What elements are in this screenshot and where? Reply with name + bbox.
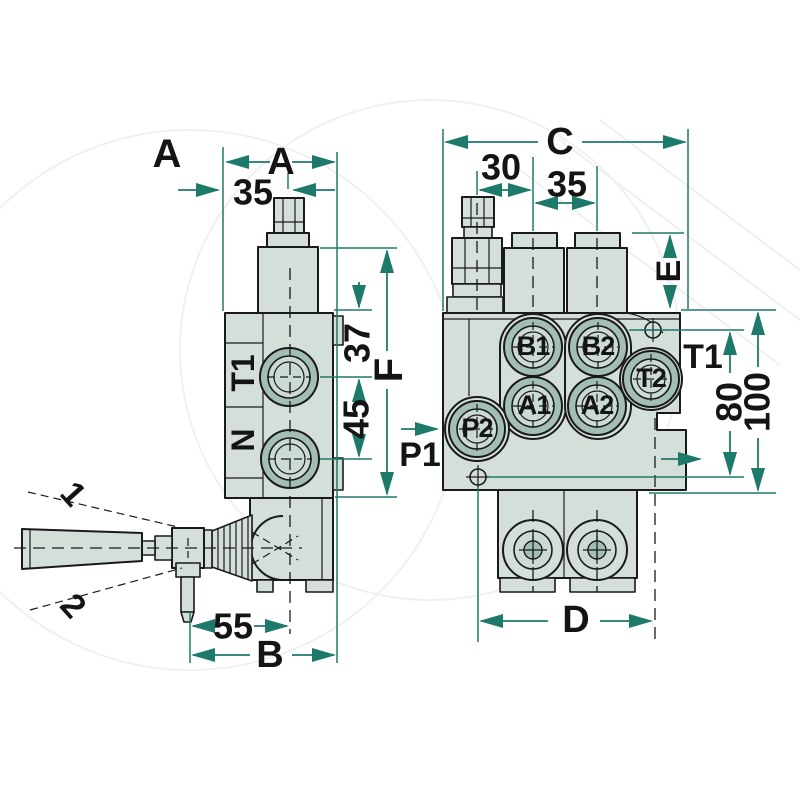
left-body-tab-bottom: [332, 457, 344, 491]
lever-position-line-1: [27, 491, 183, 529]
pivot-pin: [180, 576, 195, 613]
right-view-port-labels: B1 B2 A1 A2 P2 T2: [459, 331, 669, 443]
label-t1-right: T1: [683, 338, 723, 376]
left-spool-nut: [273, 197, 305, 234]
dim-c-text: C: [546, 121, 573, 163]
port-label-a2: A2: [581, 390, 614, 420]
left-view-dimensions: A A 35 37 45: [153, 132, 411, 676]
dim-e-text: E: [650, 260, 688, 283]
p1-inlet: P1: [399, 422, 441, 474]
dim-a-text: A: [267, 141, 294, 183]
dim-d-text: D: [562, 599, 589, 641]
dim-width-d: D: [479, 599, 653, 641]
mounting-hole-bottom: [466, 465, 490, 489]
dim-100-text: 100: [737, 372, 778, 432]
dim-30-text: 30: [481, 147, 521, 188]
dim-f-text: F: [367, 358, 411, 382]
dim-height-f: F: [367, 249, 411, 496]
t1-outlet: T1: [661, 338, 723, 466]
dim-width-35-left: 35: [233, 172, 335, 213]
housing-foot-left: [256, 579, 274, 593]
dim-55-text: 55: [213, 606, 253, 647]
relief-valve: [446, 196, 504, 314]
left-view-centerlines: [14, 268, 312, 634]
dim-height-100: 100: [737, 311, 778, 492]
dim-37-text: 37: [337, 323, 378, 363]
dim-height-e: E: [650, 234, 688, 309]
left-spool-cap: [257, 246, 319, 314]
dim-height-80: 80: [709, 331, 750, 476]
left-body-tab-top: [332, 315, 344, 346]
dim-80-text: 80: [709, 382, 750, 422]
dim-width-b: B: [191, 634, 336, 676]
lever-position-1-label: 1: [53, 474, 94, 513]
port-label-p2: P2: [461, 413, 492, 443]
lever-position-line-2: [29, 567, 183, 611]
dim-35-right-text: 35: [547, 164, 587, 205]
port-label-b1: B1: [517, 331, 550, 361]
housing-foot-right: [305, 579, 334, 593]
port-label-t1-left: T1: [225, 354, 261, 391]
lever-housing: [249, 497, 334, 581]
port-label-b2: B2: [582, 331, 615, 361]
left-spool-plate: [266, 232, 310, 248]
left-view: A A 35 37 45: [14, 132, 411, 676]
pivot-pin-tip: [180, 611, 195, 623]
left-view-geometry: [21, 197, 344, 623]
dim-35-text: 35: [233, 172, 273, 213]
right-view-geometry: [442, 196, 687, 593]
port-label-n: N: [225, 428, 261, 451]
dim-b-text: B: [256, 634, 283, 676]
dim-45-text: 45: [336, 399, 377, 439]
spool-cap-1: [503, 232, 565, 314]
dim-width-c: C: [444, 121, 687, 163]
dim-height-45: 45: [336, 399, 377, 458]
pivot-pin-nut: [175, 562, 201, 578]
lever-bellows: [203, 514, 253, 582]
dim-width-a: A: [225, 141, 336, 183]
right-view: C 30 35 E 80: [399, 121, 778, 645]
lever-position-2-label: 2: [53, 586, 94, 625]
label-p1: P1: [399, 436, 441, 474]
view-a-label: A: [153, 132, 182, 176]
port-label-a1: A1: [518, 390, 551, 420]
dim-width-55: 55: [191, 606, 289, 647]
dim-height-37: 37: [337, 282, 378, 404]
right-view-dimensions: C 30 35 E 80: [399, 121, 778, 642]
dim-width-30: 30: [478, 147, 532, 197]
lever-handle[interactable]: [21, 528, 143, 570]
port-label-t2: T2: [636, 363, 666, 393]
right-view-centerlines: [476, 203, 656, 645]
dim-width-35-right: 35: [534, 164, 596, 210]
